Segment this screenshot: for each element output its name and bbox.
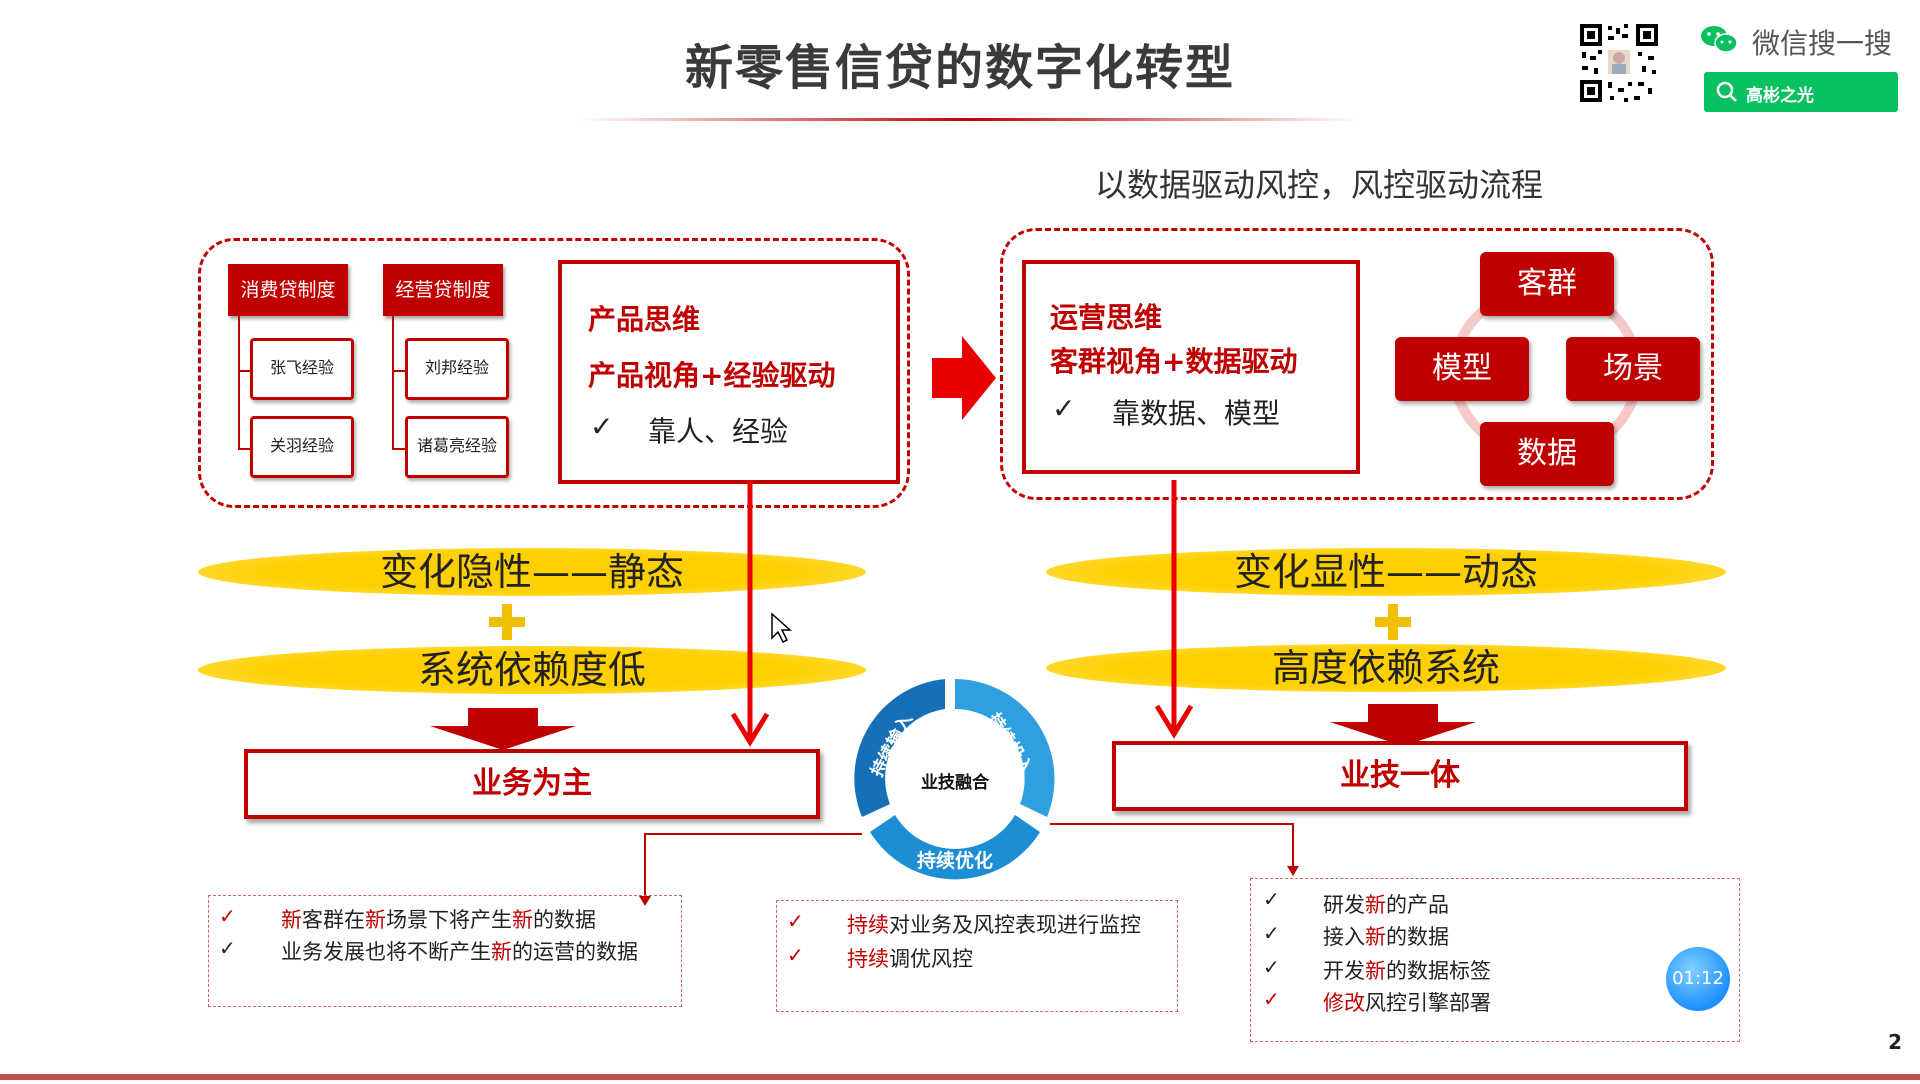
plus-icon [489, 617, 525, 627]
product-thinking-box: 产品思维 产品视角+经验驱动 ✓ 靠人、经验 [558, 260, 900, 484]
node-data: 数据 [1480, 422, 1614, 486]
product-check-text: 靠人、经验 [648, 415, 789, 448]
operation-thinking-box: 运营思维 客群视角+数据驱动 ✓ 靠数据、模型 [1022, 260, 1360, 474]
business-loan-system: 经营贷制度 [383, 264, 503, 316]
list-item: 修改风控引擎部署 [1323, 991, 1491, 1015]
left-panel [198, 238, 910, 508]
check-mark: ✓ [590, 410, 614, 443]
right-panel [1000, 228, 1714, 500]
operation-perspective: 客群视角+数据驱动 [1050, 345, 1298, 378]
tree-connector [392, 448, 406, 450]
node-model: 模型 [1395, 337, 1529, 401]
experience-zhangfei: 张飞经验 [250, 338, 354, 400]
left-change-ellipse: 变化隐性——静态 [198, 548, 866, 596]
check-icon: ✓ [1263, 921, 1280, 945]
consumer-loan-system: 消费贷制度 [228, 264, 348, 316]
tree-connector [392, 316, 394, 450]
check-icon: ✓ [787, 943, 804, 967]
product-thinking-title: 产品思维 [588, 303, 701, 336]
list-item: 接入新的数据 [1323, 925, 1449, 949]
list-item: 持续调优风控 [847, 947, 973, 971]
right-change-ellipse: 变化显性——动态 [1046, 548, 1726, 596]
wechat-search-button[interactable]: 高彬之光 [1704, 72, 1898, 112]
check-icon: ✓ [787, 909, 804, 933]
business-first-box: 业务为主 [244, 749, 820, 819]
tree-connector [392, 370, 406, 372]
title-underline [580, 118, 1360, 121]
check-icon: ✓ [1263, 887, 1280, 911]
new-data-list: ✓ 新客群在新场景下将产生新的数据 ✓ 业务发展也将不断产生新的运营的数据 [208, 895, 682, 1007]
down-arrow-icon [1330, 704, 1476, 750]
experience-guanyu: 关羽经验 [250, 416, 354, 478]
wechat-search-text: 高彬之光 [1746, 86, 1814, 106]
check-icon: ✓ [219, 936, 236, 960]
slide-title: 新零售信贷的数字化转型 [684, 40, 1235, 96]
tree-connector [238, 448, 252, 450]
list-item: 开发新的数据标签 [1323, 959, 1491, 983]
operation-check-text: 靠数据、模型 [1112, 397, 1281, 430]
node-customer-group: 客群 [1480, 252, 1614, 316]
tree-connector [238, 316, 240, 450]
right-dependency-ellipse: 高度依赖系统 [1046, 644, 1726, 692]
list-item: 业务发展也将不断产生新的运营的数据 [281, 940, 638, 964]
business-tech-integration-box: 业技一体 [1112, 741, 1688, 811]
cycle-segment-optimize: 持续优化 [916, 850, 993, 872]
operation-thinking-title: 运营思维 [1050, 301, 1163, 334]
wechat-search-label: 微信搜一搜 [1752, 27, 1893, 60]
qr-code [1578, 22, 1660, 104]
new-development-list: ✓ 研发新的产品 ✓ 接入新的数据 ✓ 开发新的数据标签 ✓ 修改风控引擎部署 [1250, 878, 1740, 1042]
mouse-cursor-icon [770, 612, 792, 648]
check-mark: ✓ [1052, 392, 1076, 425]
check-icon: ✓ [1263, 987, 1280, 1011]
continuous-monitor-list: ✓ 持续对业务及风控表现进行监控 ✓ 持续调优风控 [776, 900, 1178, 1012]
list-item: 研发新的产品 [1323, 893, 1449, 917]
down-arrow-icon [430, 708, 576, 754]
list-item: 新客群在新场景下将产生新的数据 [281, 908, 596, 932]
plus-icon [1375, 617, 1411, 627]
bottom-bar [0, 1074, 1920, 1080]
experience-liubang: 刘邦经验 [405, 338, 509, 400]
cycle-center-label: 业技融合 [921, 773, 989, 793]
business-tech-cycle: 业技融合 持续输入 持续投入 持续优化 [850, 674, 1060, 884]
left-dependency-ellipse: 系统依赖度低 [198, 646, 866, 694]
search-icon [1716, 81, 1738, 108]
product-perspective: 产品视角+经验驱动 [588, 359, 836, 392]
experience-zhugeliang: 诸葛亮经验 [405, 416, 509, 478]
recording-timer-badge[interactable]: 01:12 [1666, 947, 1730, 1011]
transition-arrow-icon [932, 336, 996, 424]
wechat-logo-icon [1700, 24, 1738, 54]
check-icon: ✓ [1263, 955, 1280, 979]
tree-connector [238, 370, 252, 372]
subtitle: 以数据驱动风控，风控驱动流程 [1095, 166, 1544, 204]
page-number: 2 [1888, 1030, 1902, 1054]
node-scenario: 场景 [1566, 337, 1700, 401]
check-icon: ✓ [219, 904, 236, 928]
list-item: 持续对业务及风控表现进行监控 [847, 913, 1141, 937]
